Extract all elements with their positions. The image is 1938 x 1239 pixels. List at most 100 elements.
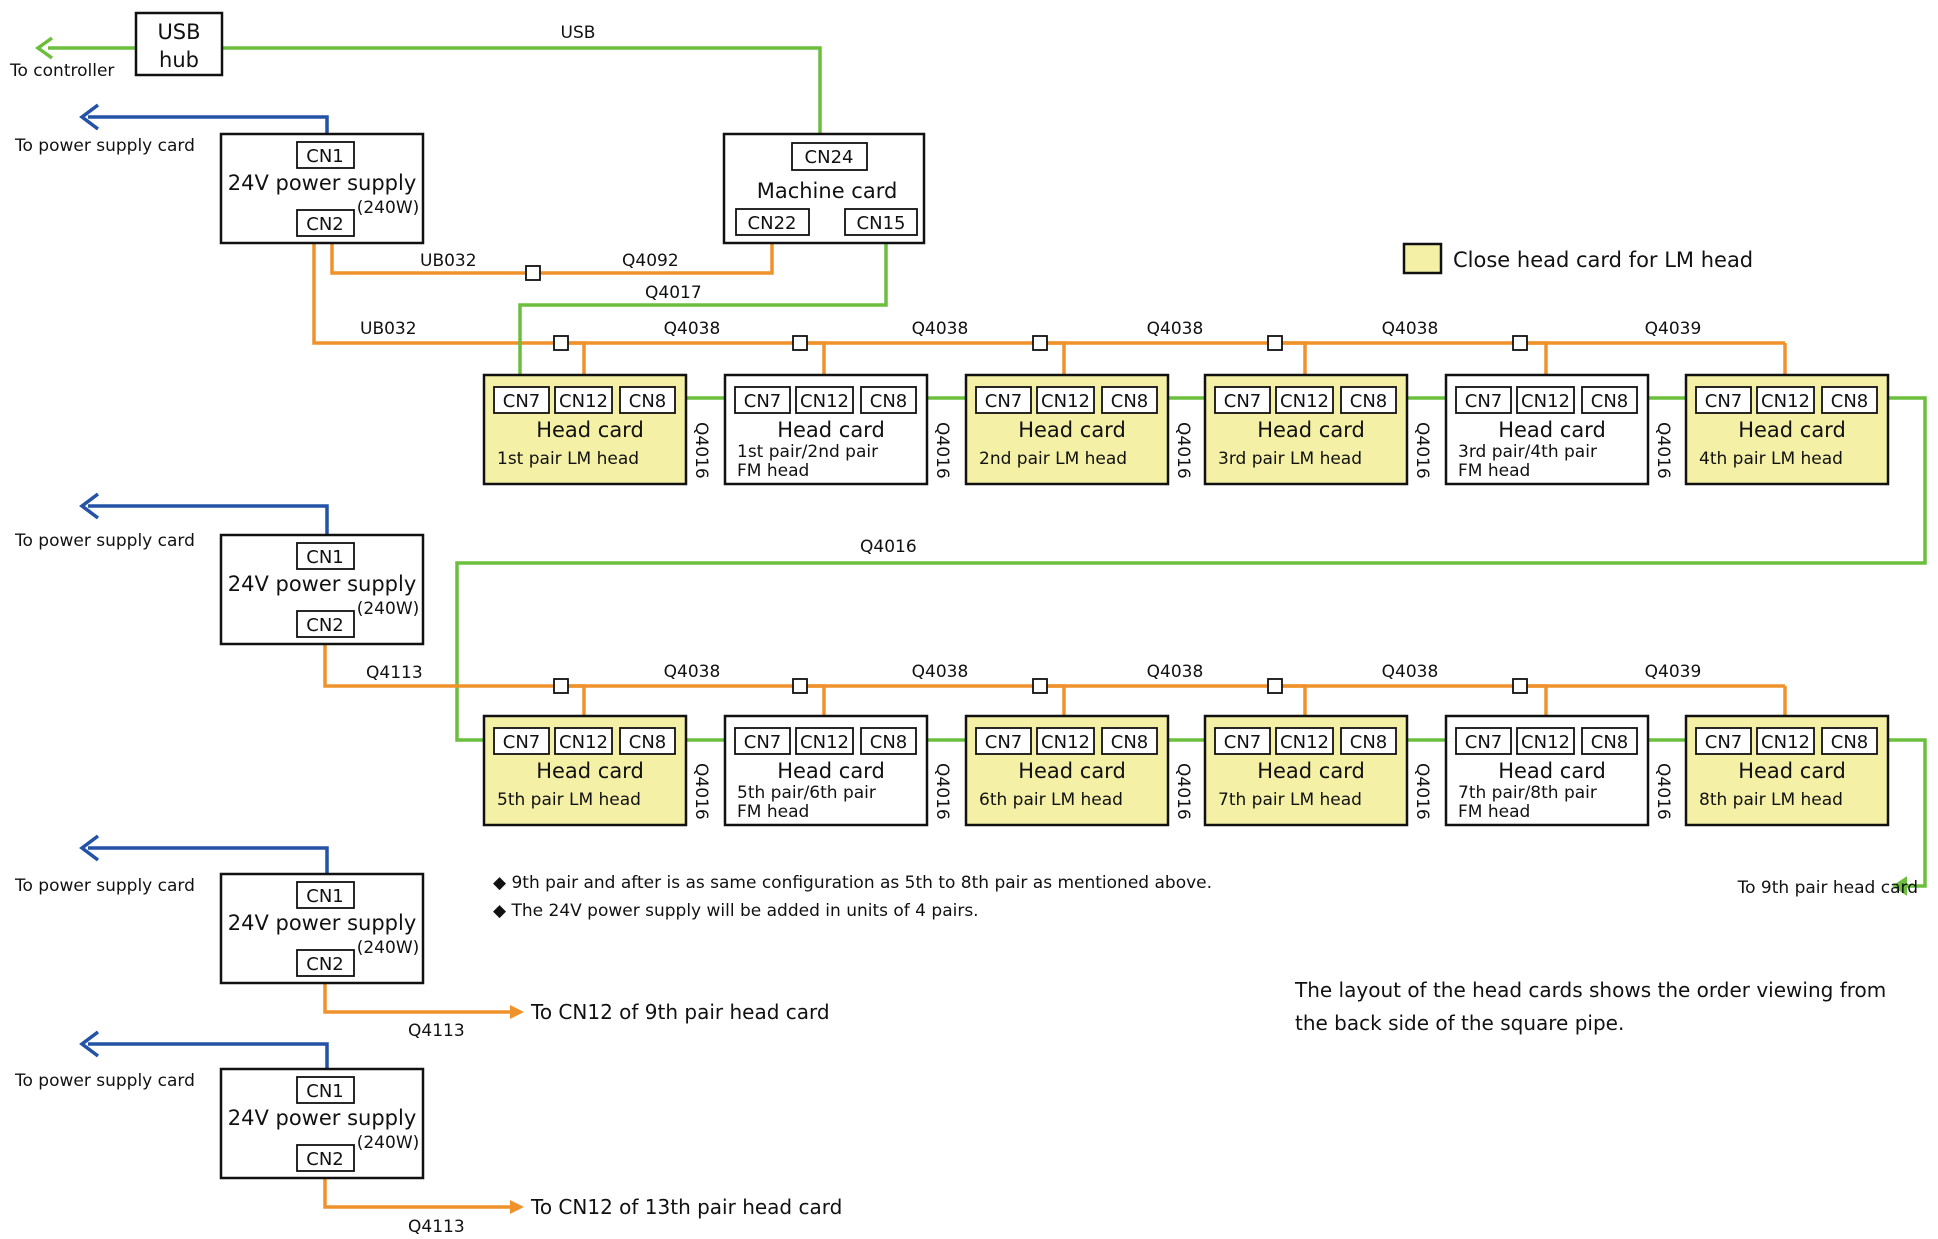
- ps-rating: (240W): [357, 599, 420, 619]
- row2-drop-3: [1045, 684, 1066, 726]
- head-card-title: Head card: [777, 418, 885, 442]
- head-card-connector: CN12: [559, 732, 608, 753]
- legend-swatch: [1402, 242, 1443, 275]
- row1-drop-2: [804, 341, 826, 385]
- head-card-connector: CN12: [1280, 391, 1329, 412]
- to-9th-pair-label: To 9th pair head card: [1737, 878, 1918, 898]
- head-card-subtitle-2: FM head: [737, 461, 809, 481]
- q4113-label-c: Q4113: [408, 1217, 465, 1237]
- head-card-title: Head card: [1018, 759, 1126, 783]
- head-card-connector: CN7: [985, 391, 1023, 412]
- to-controller-label: To controller: [9, 61, 114, 81]
- usb-hub-label-1: USB: [157, 20, 200, 44]
- head-card-subtitle: 3rd pair/4th pair: [1458, 442, 1597, 462]
- head-card-connector: CN12: [800, 391, 849, 412]
- ps3-arrowhead: [510, 1005, 524, 1019]
- legend-text: Close head card for LM head: [1453, 248, 1753, 272]
- head-card-subtitle: 5th pair LM head: [497, 790, 641, 810]
- q4113-label-b: Q4113: [408, 1021, 465, 1041]
- head-card-subtitle-2: FM head: [737, 802, 809, 822]
- head-card-connector: CN8: [1591, 391, 1629, 412]
- bus-segment-label: Q4038: [664, 662, 721, 682]
- head-card-connector: CN12: [559, 391, 608, 412]
- junction-row1-1: [553, 335, 569, 351]
- head-card-connector: CN12: [1280, 732, 1329, 753]
- ps-cn1-label: CN1: [306, 886, 344, 907]
- usb-wire-label: USB: [561, 23, 596, 43]
- head-card-title: Head card: [777, 759, 885, 783]
- note-line-1: ◆ 9th pair and after is as same configur…: [493, 873, 1212, 893]
- row2-drop-1: [564, 684, 586, 726]
- to-power-supply-card-label: To power supply card: [14, 1071, 195, 1091]
- q4017-wire: [518, 237, 888, 385]
- bus-segment-label: Q4038: [1147, 319, 1204, 339]
- head-card-connector: CN7: [1705, 732, 1743, 753]
- junction-row2-4: [1267, 678, 1283, 694]
- head-card-subtitle: 1st pair LM head: [497, 449, 639, 469]
- ps1-blue-arrowhead: [79, 103, 100, 131]
- ps-cn1-label: CN1: [306, 1081, 344, 1102]
- row2-drop-4: [1280, 684, 1307, 726]
- ps-cn1-label: CN1: [306, 547, 344, 568]
- head-card-subtitle: 3rd pair LM head: [1218, 449, 1362, 469]
- head-card-connector: CN12: [1761, 732, 1810, 753]
- layout-note-line-1: The layout of the head cards shows the o…: [1294, 978, 1886, 1002]
- head-card-subtitle: 1st pair/2nd pair: [737, 442, 878, 462]
- head-card-connector: CN12: [800, 732, 849, 753]
- junction-row1-5: [1512, 335, 1528, 351]
- head-card-connector: CN8: [629, 732, 667, 753]
- head-card-connector: CN8: [1831, 391, 1869, 412]
- bus-segment-label: Q4039: [1645, 319, 1702, 339]
- head-card-subtitle-2: FM head: [1458, 461, 1530, 481]
- bus-segment-label: Q4038: [912, 319, 969, 339]
- head-card-connector: CN8: [1350, 732, 1388, 753]
- ps-title: 24V power supply: [228, 911, 417, 935]
- head-card-connector: CN7: [985, 732, 1023, 753]
- between-card-label: Q4016: [932, 763, 952, 820]
- ps-title: 24V power supply: [228, 1106, 417, 1130]
- head-card-connector: CN12: [1521, 391, 1570, 412]
- machine-card-cn24: CN24: [805, 147, 854, 168]
- between-card-label: Q4016: [691, 763, 711, 820]
- ps4-blue-wire: [88, 1042, 329, 1075]
- bus-segment-label: Q4038: [1147, 662, 1204, 682]
- between-card-label: Q4016: [1653, 763, 1673, 820]
- ps3-blue-wire: [88, 846, 329, 880]
- junction-row1-4: [1267, 335, 1283, 351]
- q4092-label: Q4092: [622, 251, 679, 271]
- head-card-connector: CN8: [870, 732, 908, 753]
- head-card-connector: CN12: [1041, 391, 1090, 412]
- ps-rating: (240W): [357, 198, 420, 218]
- row1-drop-3: [1045, 341, 1066, 385]
- ps4-arrowhead: [510, 1200, 524, 1214]
- head-card-connector: CN7: [1465, 732, 1503, 753]
- between-card-label: Q4016: [932, 422, 952, 479]
- to-cn12-13th-label: To CN12 of 13th pair head card: [530, 1195, 842, 1219]
- to-9th-pair-arrowhead: [1892, 876, 1907, 896]
- head-card-title: Head card: [1498, 759, 1606, 783]
- bus-segment-label: Q4038: [1382, 662, 1439, 682]
- head-card-connector: CN7: [1465, 391, 1503, 412]
- junction-row2-5: [1512, 678, 1528, 694]
- to-9th-pair-wire: [1886, 738, 1927, 888]
- q4113-label-a: Q4113: [366, 663, 423, 683]
- machine-card-cn22: CN22: [748, 213, 797, 234]
- head-card-subtitle: 5th pair/6th pair: [737, 783, 876, 803]
- controller-arrowhead: [34, 36, 54, 60]
- q4016-long-label: Q4016: [860, 537, 917, 557]
- to-cn12-9th-label: To CN12 of 9th pair head card: [530, 1000, 830, 1024]
- bus-segment-label: Q4038: [1382, 319, 1439, 339]
